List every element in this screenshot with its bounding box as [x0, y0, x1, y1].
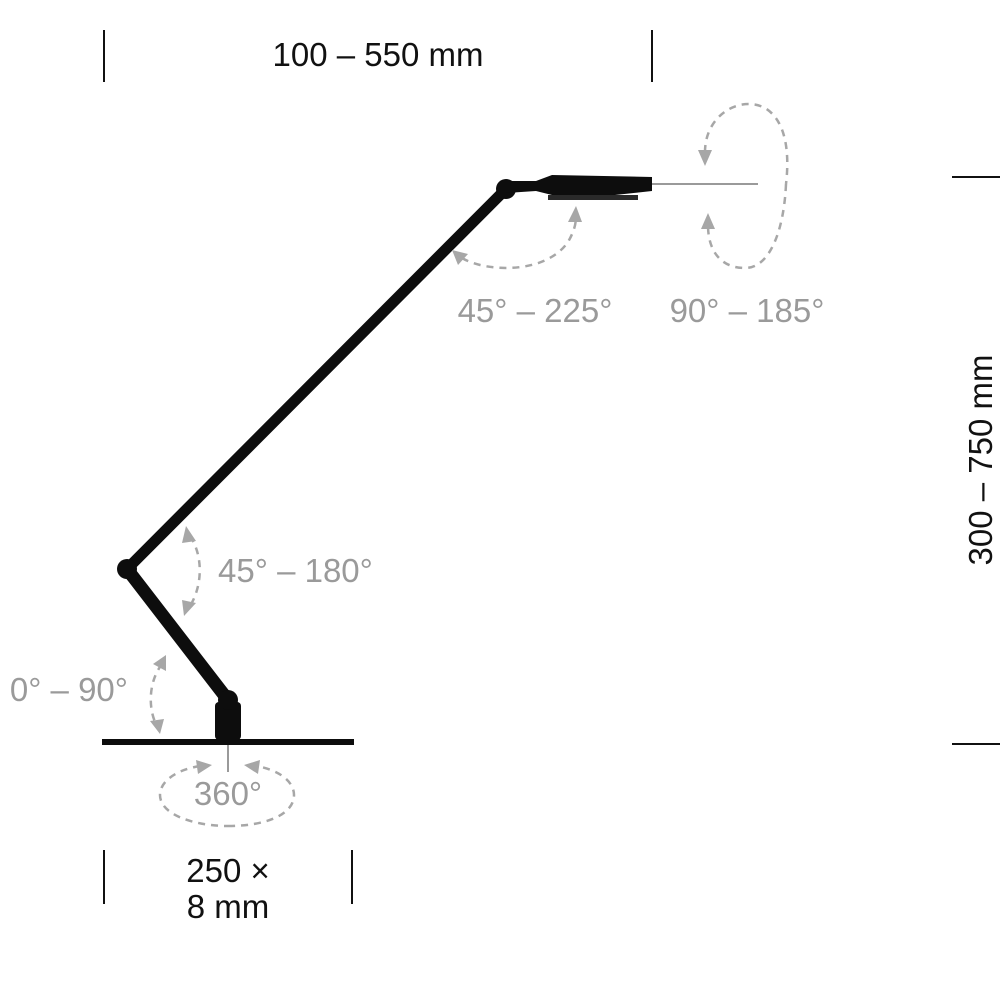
lamp-elbow-joint	[117, 559, 137, 579]
base-rotate-arc-right	[227, 764, 296, 828]
lamp-lower-arm	[120, 562, 235, 707]
head-rotate-arc-top	[703, 102, 789, 185]
lamp-base-plate	[102, 739, 354, 745]
height-dimension: 300 – 750 mm	[952, 176, 1000, 745]
lower-arm-arrow-bottom	[150, 719, 164, 734]
height-label: 300 – 750 mm	[962, 355, 999, 566]
lamp-head-lens	[548, 195, 638, 200]
base-rotate-arrow-left	[196, 760, 212, 774]
base-rotate-label: 360°	[194, 775, 262, 812]
head-rotate-annotation: 90° – 185°	[670, 102, 825, 329]
head-tilt-arrow-left	[452, 250, 468, 265]
base-dimension: 250 × 8 mm	[103, 850, 353, 925]
lower-arm-label: 0° – 90°	[10, 671, 128, 708]
lamp-head	[506, 175, 652, 195]
reach-label: 100 – 550 mm	[273, 36, 484, 73]
head-rotate-label: 90° – 185°	[670, 292, 825, 329]
elbow-annotation: 45° – 180°	[182, 526, 373, 616]
lower-arm-annotation: 0° – 90°	[10, 655, 166, 734]
head-rotate-arrow-bottom	[701, 213, 715, 229]
lower-arm-arc	[149, 663, 164, 727]
elbow-arrow-top	[182, 526, 196, 543]
lower-arm-arrow-top	[153, 655, 166, 671]
head-tilt-arc	[461, 214, 577, 270]
base-rotate-annotation: 360°	[158, 760, 296, 828]
head-tilt-arrow-right	[568, 206, 582, 222]
elbow-label: 45° – 180°	[218, 552, 373, 589]
lamp-base-joint	[218, 690, 238, 710]
reach-dimension: 100 – 550 mm	[103, 30, 653, 82]
elbow-arc	[188, 535, 201, 607]
base-rotate-arc-left	[158, 764, 229, 828]
elbow-arrow-bottom	[182, 600, 196, 616]
head-tilt-label: 45° – 225°	[458, 292, 613, 329]
lamp-upper-arm	[121, 183, 512, 575]
head-rotate-arc-bottom	[706, 183, 788, 270]
lamp-base-hub	[215, 702, 241, 740]
base-label-line1: 250 ×	[186, 852, 270, 889]
base-label-line2: 8 mm	[187, 888, 270, 925]
head-tilt-annotation: 45° – 225°	[452, 206, 612, 329]
head-rotate-arrow-top	[698, 150, 712, 166]
base-rotate-arrow-right	[244, 760, 260, 774]
lamp	[102, 175, 758, 772]
